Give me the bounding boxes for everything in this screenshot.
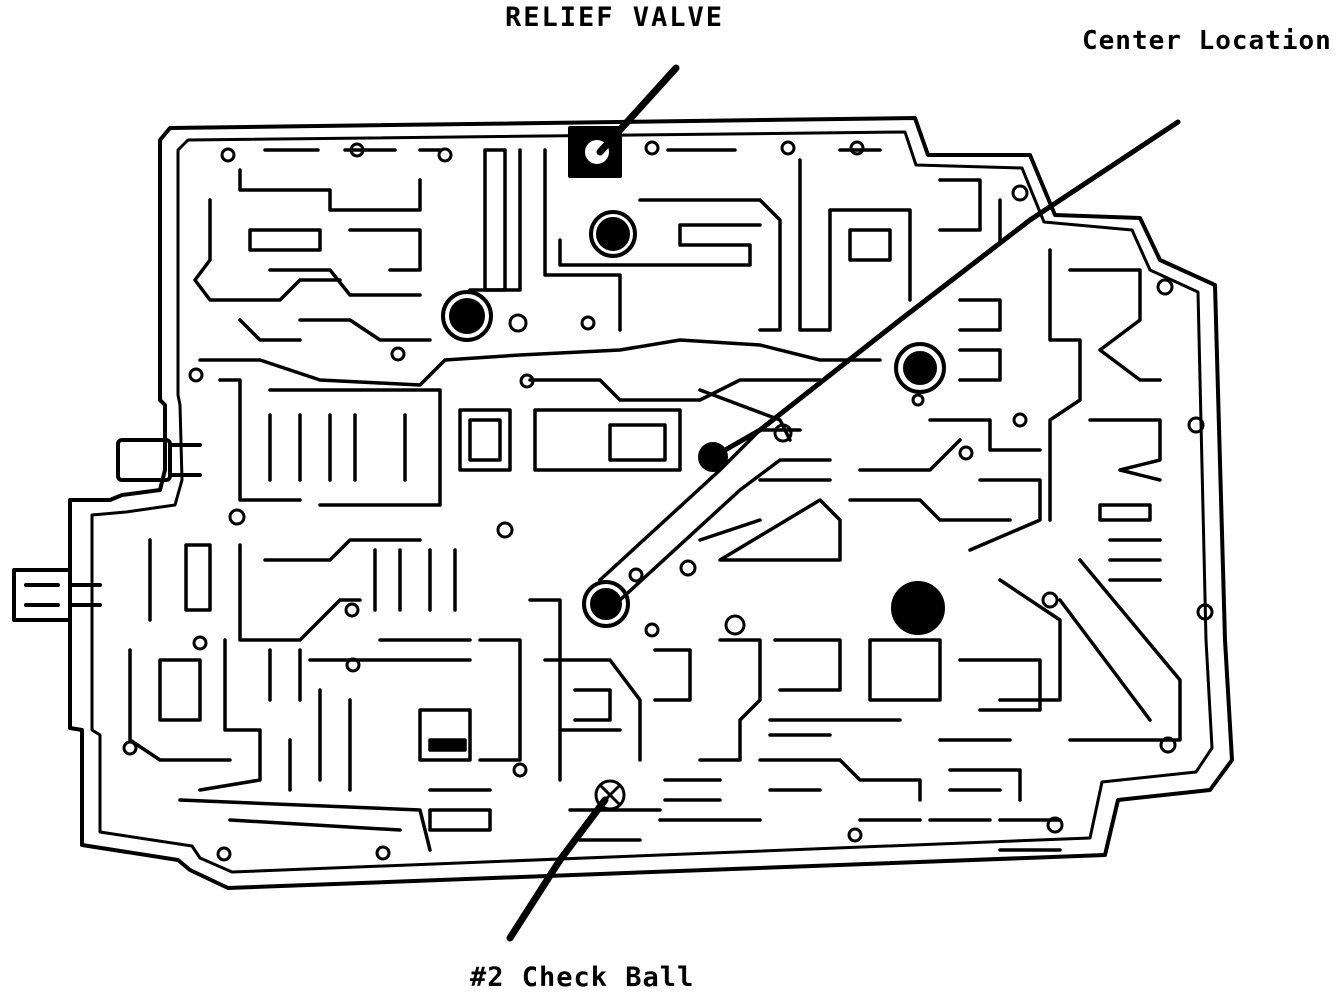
check-balls [441, 126, 946, 811]
center-location-label: Center Location [1082, 26, 1332, 56]
check-ball-2-leader-line [506, 796, 609, 942]
check-ball [582, 580, 630, 628]
bolt-holes [122, 140, 1214, 862]
relief-valve-leader-line [596, 64, 680, 156]
check-ball [441, 290, 493, 342]
shaft-stub-lower [12, 568, 102, 622]
check-ball-2-label: #2 Check Ball [470, 962, 695, 993]
relief-valve-label: RELIEF VALVE [505, 2, 725, 33]
center-location-leader-line [710, 119, 1181, 460]
valve-body-inner-outline [90, 130, 1214, 874]
fluid-passages [128, 148, 1182, 852]
check-ball [894, 342, 946, 394]
valve-body-outline [68, 116, 1234, 890]
shaft-stub-upper [116, 438, 202, 482]
check-ball [589, 210, 637, 258]
check-ball [891, 581, 945, 635]
